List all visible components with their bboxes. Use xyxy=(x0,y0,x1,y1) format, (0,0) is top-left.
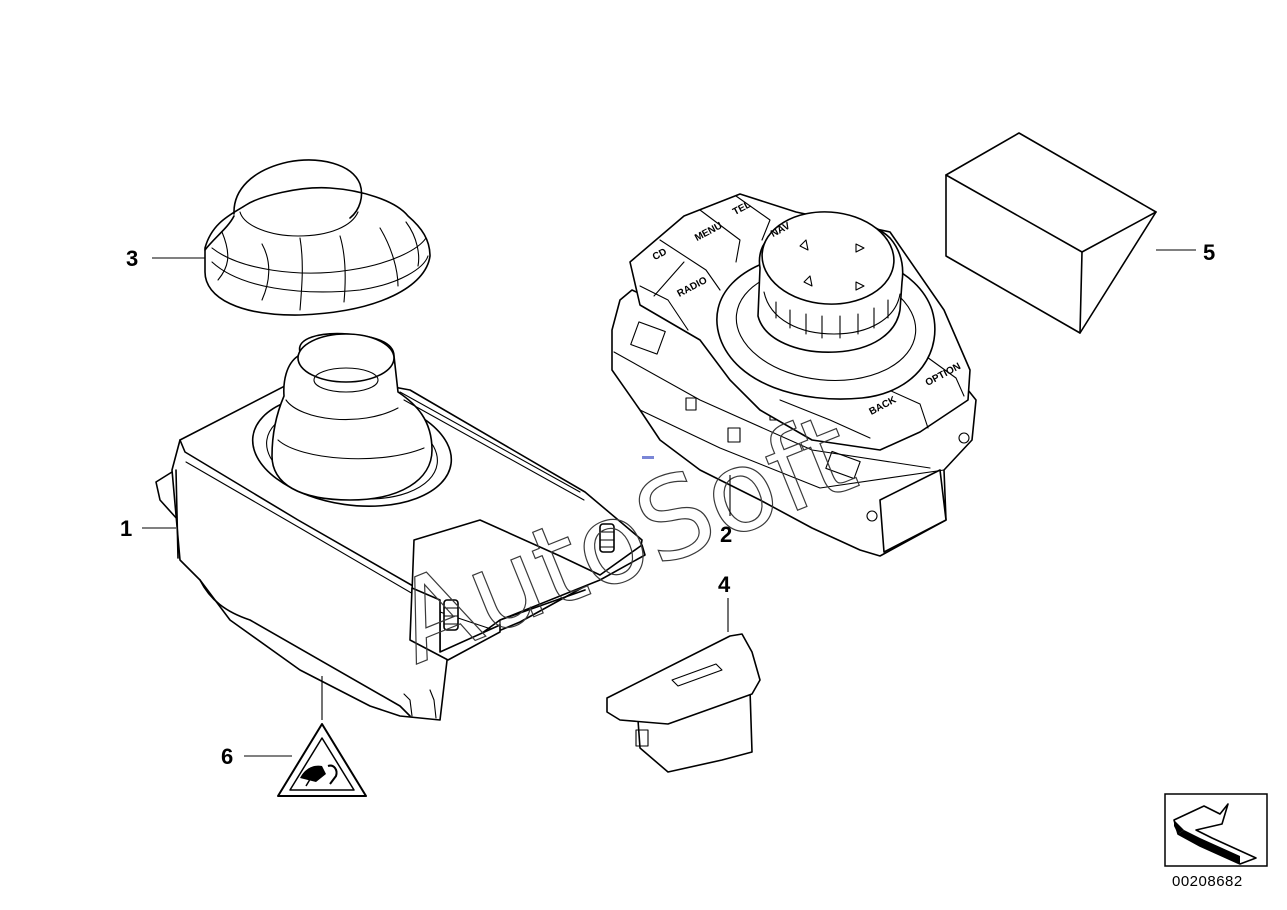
part-2-controller: CD MENU TEL RADIO NAV BACK OPTION xyxy=(611,193,977,557)
callout-5: 5 xyxy=(1203,240,1215,265)
callout-1: 1 xyxy=(120,516,132,541)
part-5-box xyxy=(945,132,1157,334)
part-1-housing xyxy=(155,332,646,721)
callout-3: 3 xyxy=(126,246,138,271)
watermark-dash xyxy=(642,456,654,459)
diagram-code: 00208682 xyxy=(1172,873,1243,890)
callout-2: 2 xyxy=(720,522,732,547)
callout-4: 4 xyxy=(718,572,731,597)
esd-warning-triangle-icon xyxy=(277,723,367,797)
part-4-cover xyxy=(606,633,761,773)
direction-arrow-icon xyxy=(1164,793,1268,867)
callout-6: 6 xyxy=(221,744,233,769)
part-3-knob-cap xyxy=(204,159,431,316)
leader-lines xyxy=(142,249,1196,757)
